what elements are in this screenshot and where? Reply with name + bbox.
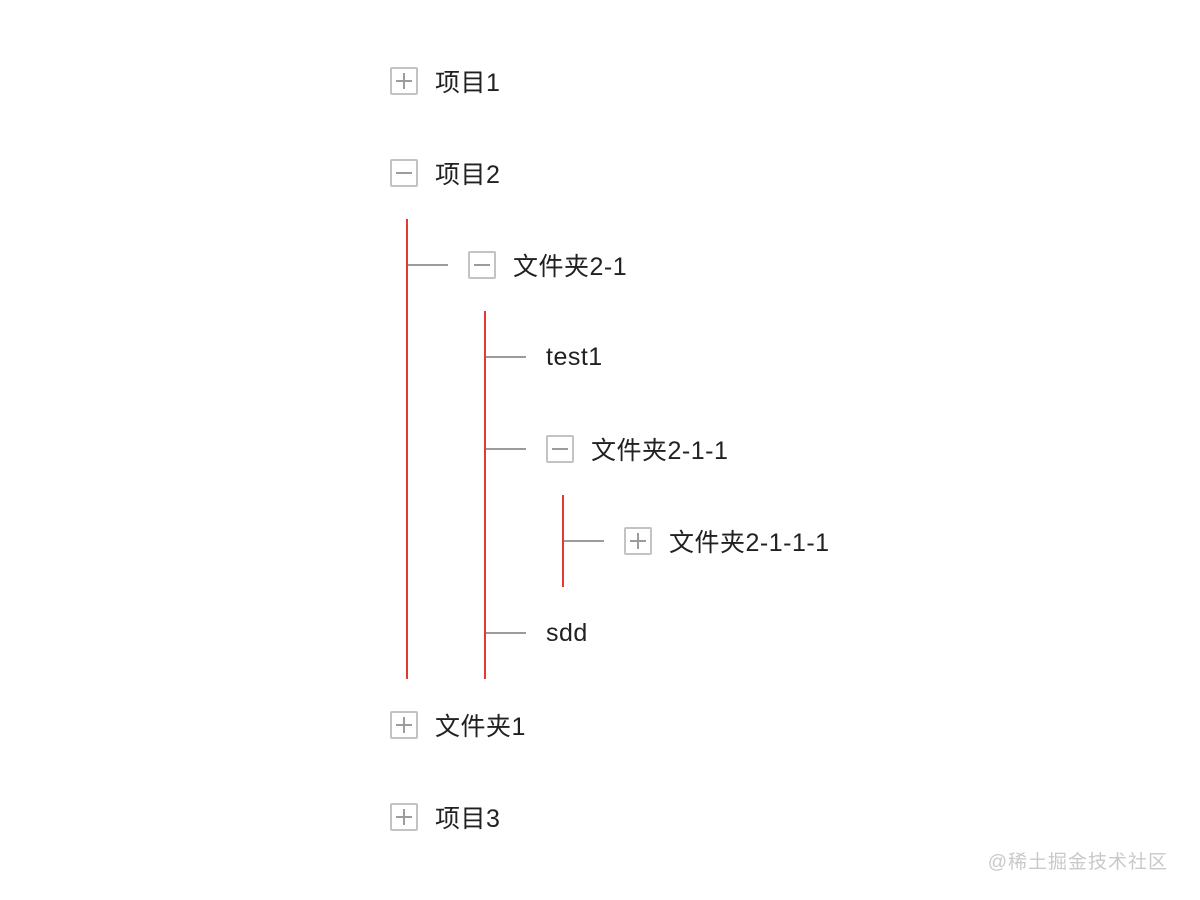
- tree-node-label[interactable]: 文件夹1: [435, 713, 526, 741]
- tree-item-project2[interactable]: 项目2: [390, 127, 830, 219]
- tree-node-label[interactable]: test1: [546, 342, 603, 371]
- tree-node-label[interactable]: 项目1: [435, 69, 501, 97]
- tree-node-label[interactable]: 文件夹2-1-1: [591, 437, 729, 465]
- expand-icon[interactable]: [624, 527, 652, 555]
- watermark: @稀土掘金技术社区: [987, 852, 1168, 873]
- branch-connector: [486, 448, 526, 450]
- tree-node-folder2-1: 文件夹2-1 test1: [408, 219, 830, 679]
- tree-node-project2: 项目2 文件夹2-1 test1: [390, 127, 830, 679]
- expand-icon[interactable]: [390, 803, 418, 831]
- tree-node-folder1: 文件夹1: [390, 679, 830, 771]
- tree-node-sdd: sdd: [486, 587, 830, 679]
- tree-item-folder2-1-1-1[interactable]: 文件夹2-1-1-1: [564, 495, 830, 587]
- tree-node-project3: 项目3: [390, 771, 830, 863]
- tree-node-folder2-1-1-1: 文件夹2-1-1-1: [564, 495, 830, 587]
- expand-icon[interactable]: [390, 711, 418, 739]
- tree-node-label[interactable]: 项目3: [435, 805, 501, 833]
- children-group-project2: 文件夹2-1 test1: [406, 219, 830, 679]
- children-group-folder2-1: test1 文件夹2-1-1: [484, 311, 830, 679]
- tree-item-folder2-1-1[interactable]: 文件夹2-1-1: [486, 403, 830, 495]
- tree-item-folder2-1[interactable]: 文件夹2-1: [408, 219, 830, 311]
- tree-node-project1: 项目1: [390, 35, 830, 127]
- branch-line: [484, 311, 486, 679]
- collapse-icon[interactable]: [546, 435, 574, 463]
- tree-item-project1[interactable]: 项目1: [390, 35, 830, 127]
- tree-node-folder2-1-1: 文件夹2-1-1 文件夹2-1-1-1: [486, 403, 830, 587]
- tree-node-label[interactable]: 文件夹2-1-1-1: [669, 529, 830, 557]
- tree-node-label[interactable]: sdd: [546, 618, 588, 647]
- branch-connector: [486, 356, 526, 358]
- tree-item-project3[interactable]: 项目3: [390, 771, 830, 863]
- collapse-icon[interactable]: [390, 159, 418, 187]
- tree-item-test1[interactable]: test1: [486, 311, 830, 403]
- tree-node-test1: test1: [486, 311, 830, 403]
- collapse-icon[interactable]: [468, 251, 496, 279]
- expand-icon[interactable]: [390, 67, 418, 95]
- tree-item-folder1[interactable]: 文件夹1: [390, 679, 830, 771]
- branch-connector: [564, 540, 604, 542]
- children-group-folder2-1-1: 文件夹2-1-1-1: [562, 495, 830, 587]
- tree-view: 项目1 项目2 文件夹2-1: [390, 35, 830, 863]
- branch-connector: [486, 632, 526, 634]
- tree-node-label[interactable]: 文件夹2-1: [513, 253, 628, 281]
- tree-node-label[interactable]: 项目2: [435, 161, 501, 189]
- tree-item-sdd[interactable]: sdd: [486, 587, 830, 679]
- branch-line: [406, 219, 408, 679]
- branch-connector: [408, 264, 448, 266]
- branch-line: [562, 495, 564, 587]
